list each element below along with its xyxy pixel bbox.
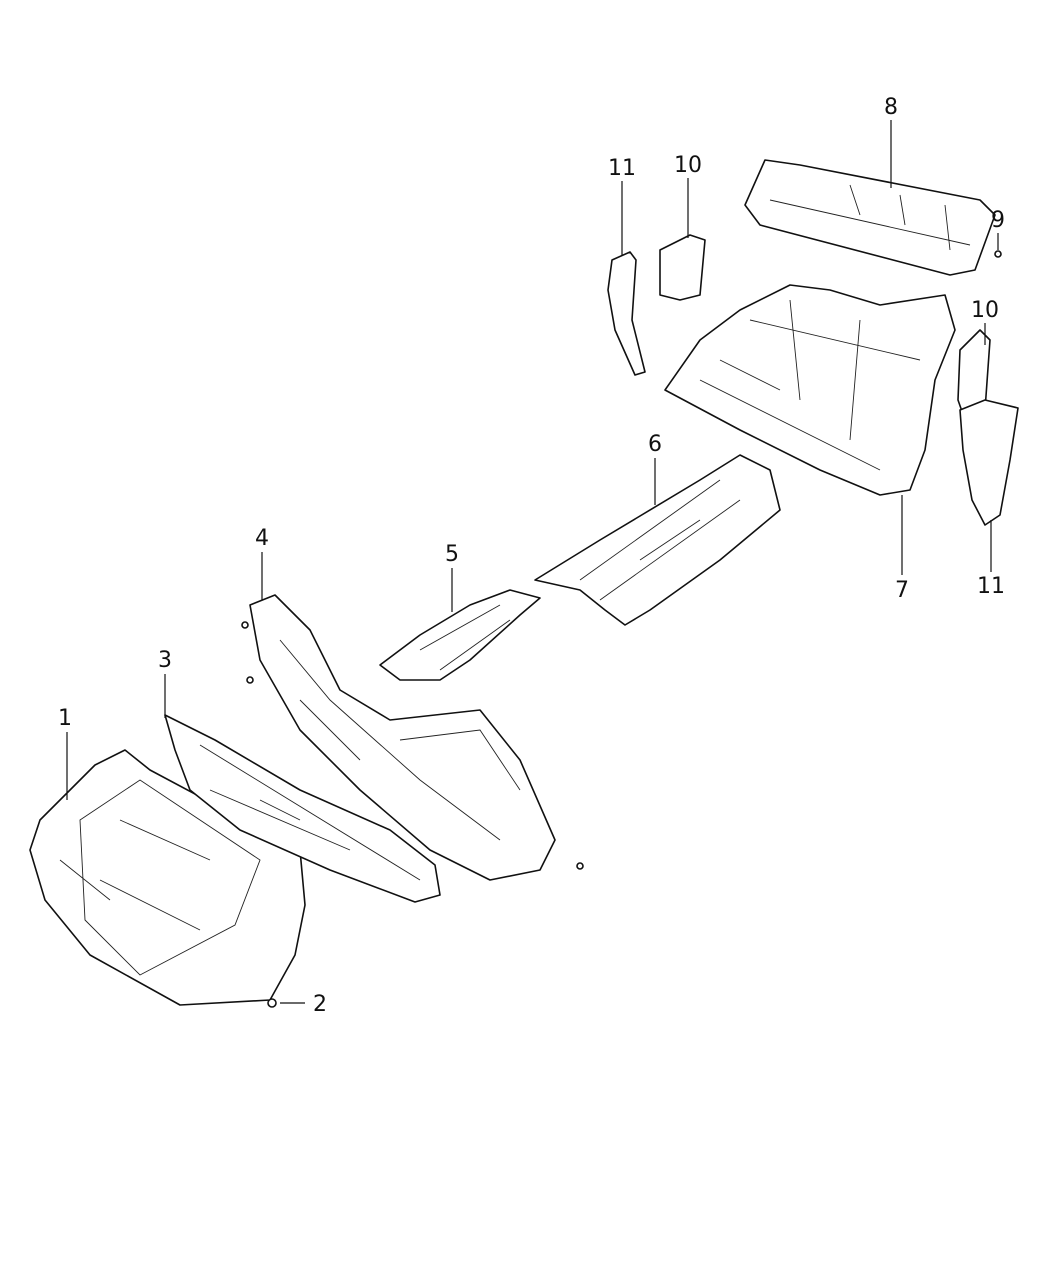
callout-9: 9 xyxy=(991,208,1005,233)
callout-8: 8 xyxy=(884,95,898,120)
callout-7: 7 xyxy=(895,578,909,603)
part-9-clip xyxy=(994,250,1002,258)
callout-5: 5 xyxy=(445,542,459,567)
leader-lines xyxy=(66,120,999,1004)
callout-1: 1 xyxy=(58,706,72,731)
part-5-silencer xyxy=(379,589,541,681)
part-8-rear-shelf-silencer xyxy=(744,159,996,276)
part-11-left-wheelhouse xyxy=(607,251,646,376)
callout-10-left: 10 xyxy=(674,153,702,178)
callout-3: 3 xyxy=(158,648,172,673)
part-6-tunnel-rear-silencer xyxy=(534,454,781,626)
callout-6: 6 xyxy=(648,432,662,457)
part-3-tunnel-silencer xyxy=(164,714,441,903)
part-4-dash-silencer xyxy=(241,594,584,881)
callout-11-left: 11 xyxy=(608,156,636,181)
callout-4: 4 xyxy=(255,526,269,551)
part-7-rear-floor-silencer xyxy=(664,284,956,496)
part-1-floor-silencer xyxy=(29,749,306,1006)
callout-10-right: 10 xyxy=(971,298,999,323)
part-2-clip xyxy=(267,998,277,1008)
part-11-right-wheelhouse xyxy=(959,399,1019,526)
callout-11-right: 11 xyxy=(977,574,1005,599)
part-10-left-pad xyxy=(659,234,706,301)
callout-2: 2 xyxy=(313,992,327,1017)
